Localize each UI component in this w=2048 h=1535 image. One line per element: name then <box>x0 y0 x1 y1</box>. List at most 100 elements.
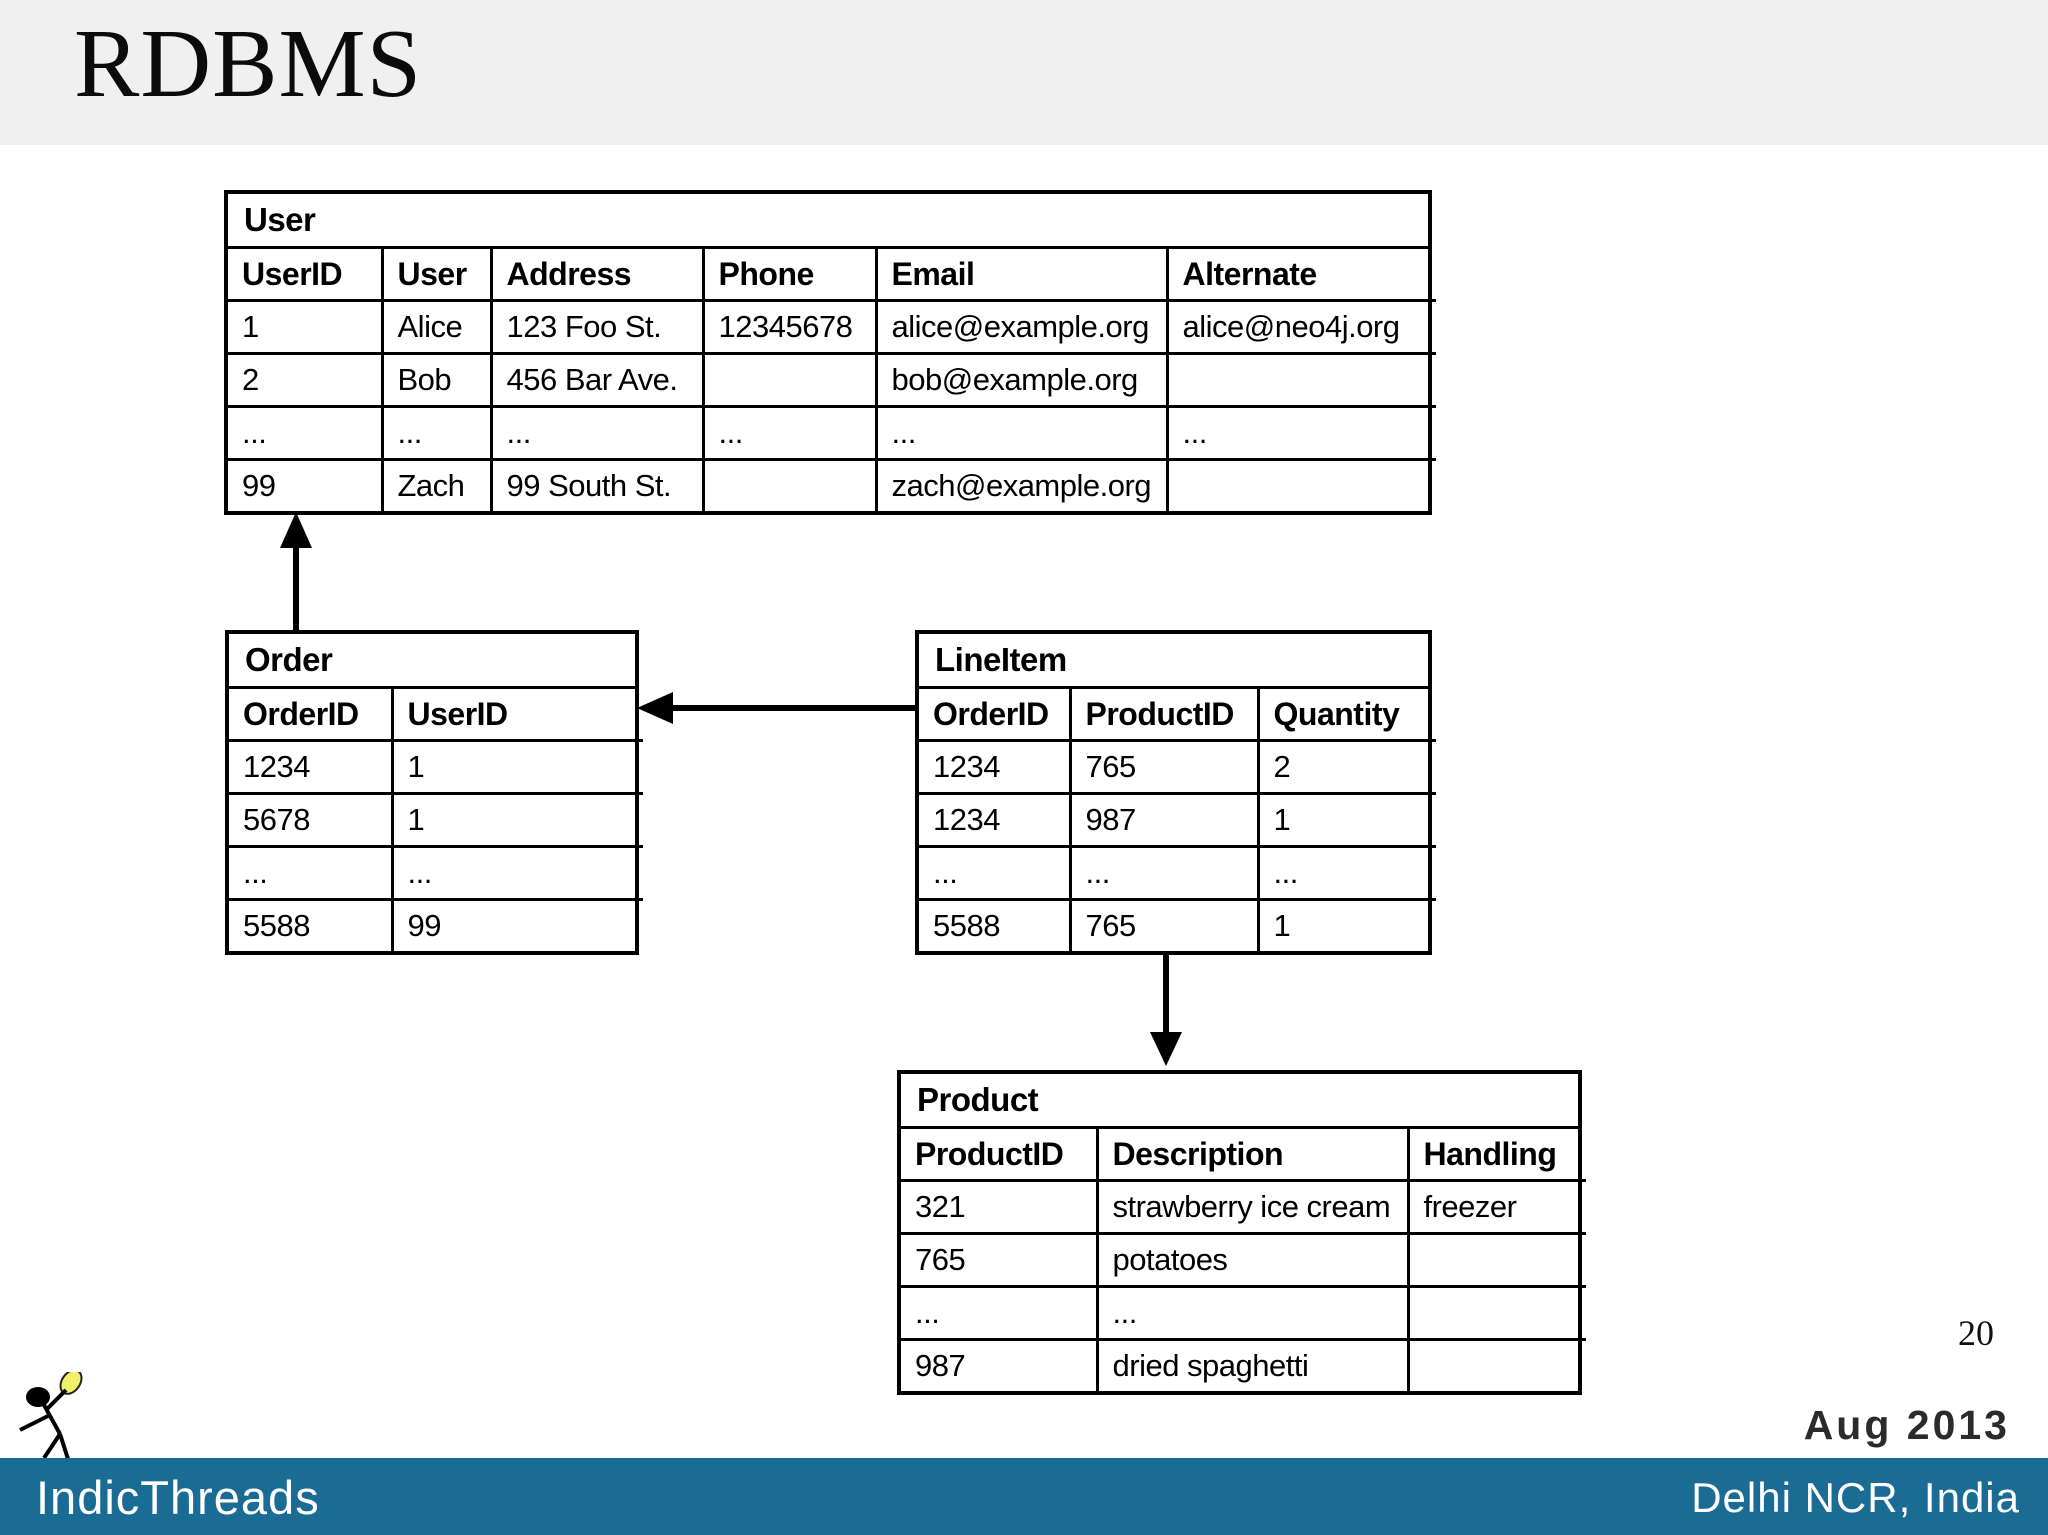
table-cell: 12345678 <box>701 299 878 355</box>
table-cell: 987 <box>1068 792 1260 848</box>
table-cell: ... <box>901 1285 1099 1341</box>
table-cell <box>701 352 878 408</box>
table-cell: 765 <box>1068 898 1260 951</box>
slide-title-band: RDBMS <box>0 0 2048 145</box>
page-number: 20 <box>1958 1313 1994 1353</box>
table-cell: 1 <box>1256 898 1436 951</box>
column-header: ProductID <box>1068 689 1260 742</box>
table-cell: ... <box>380 405 493 461</box>
table-cell: 99 <box>228 458 384 511</box>
column-header: Alternate <box>1165 249 1436 302</box>
table-row: .................. <box>228 405 1436 461</box>
footer-brand: IndicThreads <box>36 1471 320 1524</box>
table-cell <box>1406 1232 1586 1288</box>
table-cell: ... <box>1068 845 1260 901</box>
table-cell: ... <box>701 405 878 461</box>
footer-location: Delhi NCR, India <box>1691 1474 2020 1521</box>
table-cell <box>1406 1338 1586 1391</box>
footer-bar: IndicThreads Delhi NCR, India <box>0 1458 2048 1535</box>
table-cell: ... <box>229 845 394 901</box>
table-cell: 1 <box>228 299 384 355</box>
table-cell: 2 <box>228 352 384 408</box>
slide-title: RDBMS <box>74 10 423 118</box>
table-cell: 99 <box>390 898 643 951</box>
table-cell: 99 South St. <box>489 458 705 511</box>
column-header: Handling <box>1406 1129 1586 1182</box>
table-cell: alice@neo4j.org <box>1165 299 1436 355</box>
table-title: User <box>228 194 1428 249</box>
column-header: OrderID <box>919 689 1072 742</box>
table-cell: Alice <box>380 299 493 355</box>
table-cell: zach@example.org <box>874 458 1169 511</box>
table-cell: 123 Foo St. <box>489 299 705 355</box>
arrow-lineitem-to-product <box>1150 952 1182 1066</box>
column-header: ProductID <box>901 1129 1099 1182</box>
table-cell: ... <box>1095 1285 1410 1341</box>
table-cell: 5588 <box>229 898 394 951</box>
table-cell: ... <box>390 845 643 901</box>
column-header: Description <box>1095 1129 1410 1182</box>
table-cell: 321 <box>901 1179 1099 1235</box>
column-header: Quantity <box>1256 689 1436 742</box>
table-cell: ... <box>919 845 1072 901</box>
column-header: Address <box>489 249 705 302</box>
table-cell: 1 <box>390 792 643 848</box>
table-title: LineItem <box>919 634 1428 689</box>
table-cell: 765 <box>901 1232 1099 1288</box>
table-cell: Zach <box>380 458 493 511</box>
table-cell: ... <box>874 405 1169 461</box>
table-cell: ... <box>1256 845 1436 901</box>
table-cell: 1234 <box>229 739 394 795</box>
table-cell: ... <box>1165 405 1436 461</box>
table-cell: dried spaghetti <box>1095 1338 1410 1391</box>
table-cell: 1234 <box>919 792 1072 848</box>
column-header: Phone <box>701 249 878 302</box>
table-row: ......... <box>919 845 1436 901</box>
table-row: ...... <box>229 845 643 901</box>
column-header: UserID <box>228 249 384 302</box>
table-cell: 1234 <box>919 739 1072 795</box>
column-header: OrderID <box>229 689 394 742</box>
table-cell: Bob <box>380 352 493 408</box>
table-cell: ... <box>228 405 384 461</box>
table-cell: ... <box>489 405 705 461</box>
slide-date: Aug 2013 <box>1803 1402 2010 1448</box>
table-cell: 987 <box>901 1338 1099 1391</box>
table-cell: 5588 <box>919 898 1072 951</box>
table-title: Order <box>229 634 635 689</box>
table-cell: freezer <box>1406 1179 1586 1235</box>
table-cell: 456 Bar Ave. <box>489 352 705 408</box>
table-cell: 1 <box>1256 792 1436 848</box>
table-cell <box>1165 458 1436 511</box>
table-title: Product <box>901 1074 1578 1129</box>
column-header: User <box>380 249 493 302</box>
table-cell: potatoes <box>1095 1232 1410 1288</box>
arrow-lineitem-to-order <box>637 692 915 724</box>
column-header: UserID <box>390 689 643 742</box>
table-cell: 1 <box>390 739 643 795</box>
table-cell <box>1165 352 1436 408</box>
table-cell <box>701 458 878 511</box>
table-cell: 765 <box>1068 739 1260 795</box>
table-cell: bob@example.org <box>874 352 1169 408</box>
table-cell <box>1406 1285 1586 1341</box>
